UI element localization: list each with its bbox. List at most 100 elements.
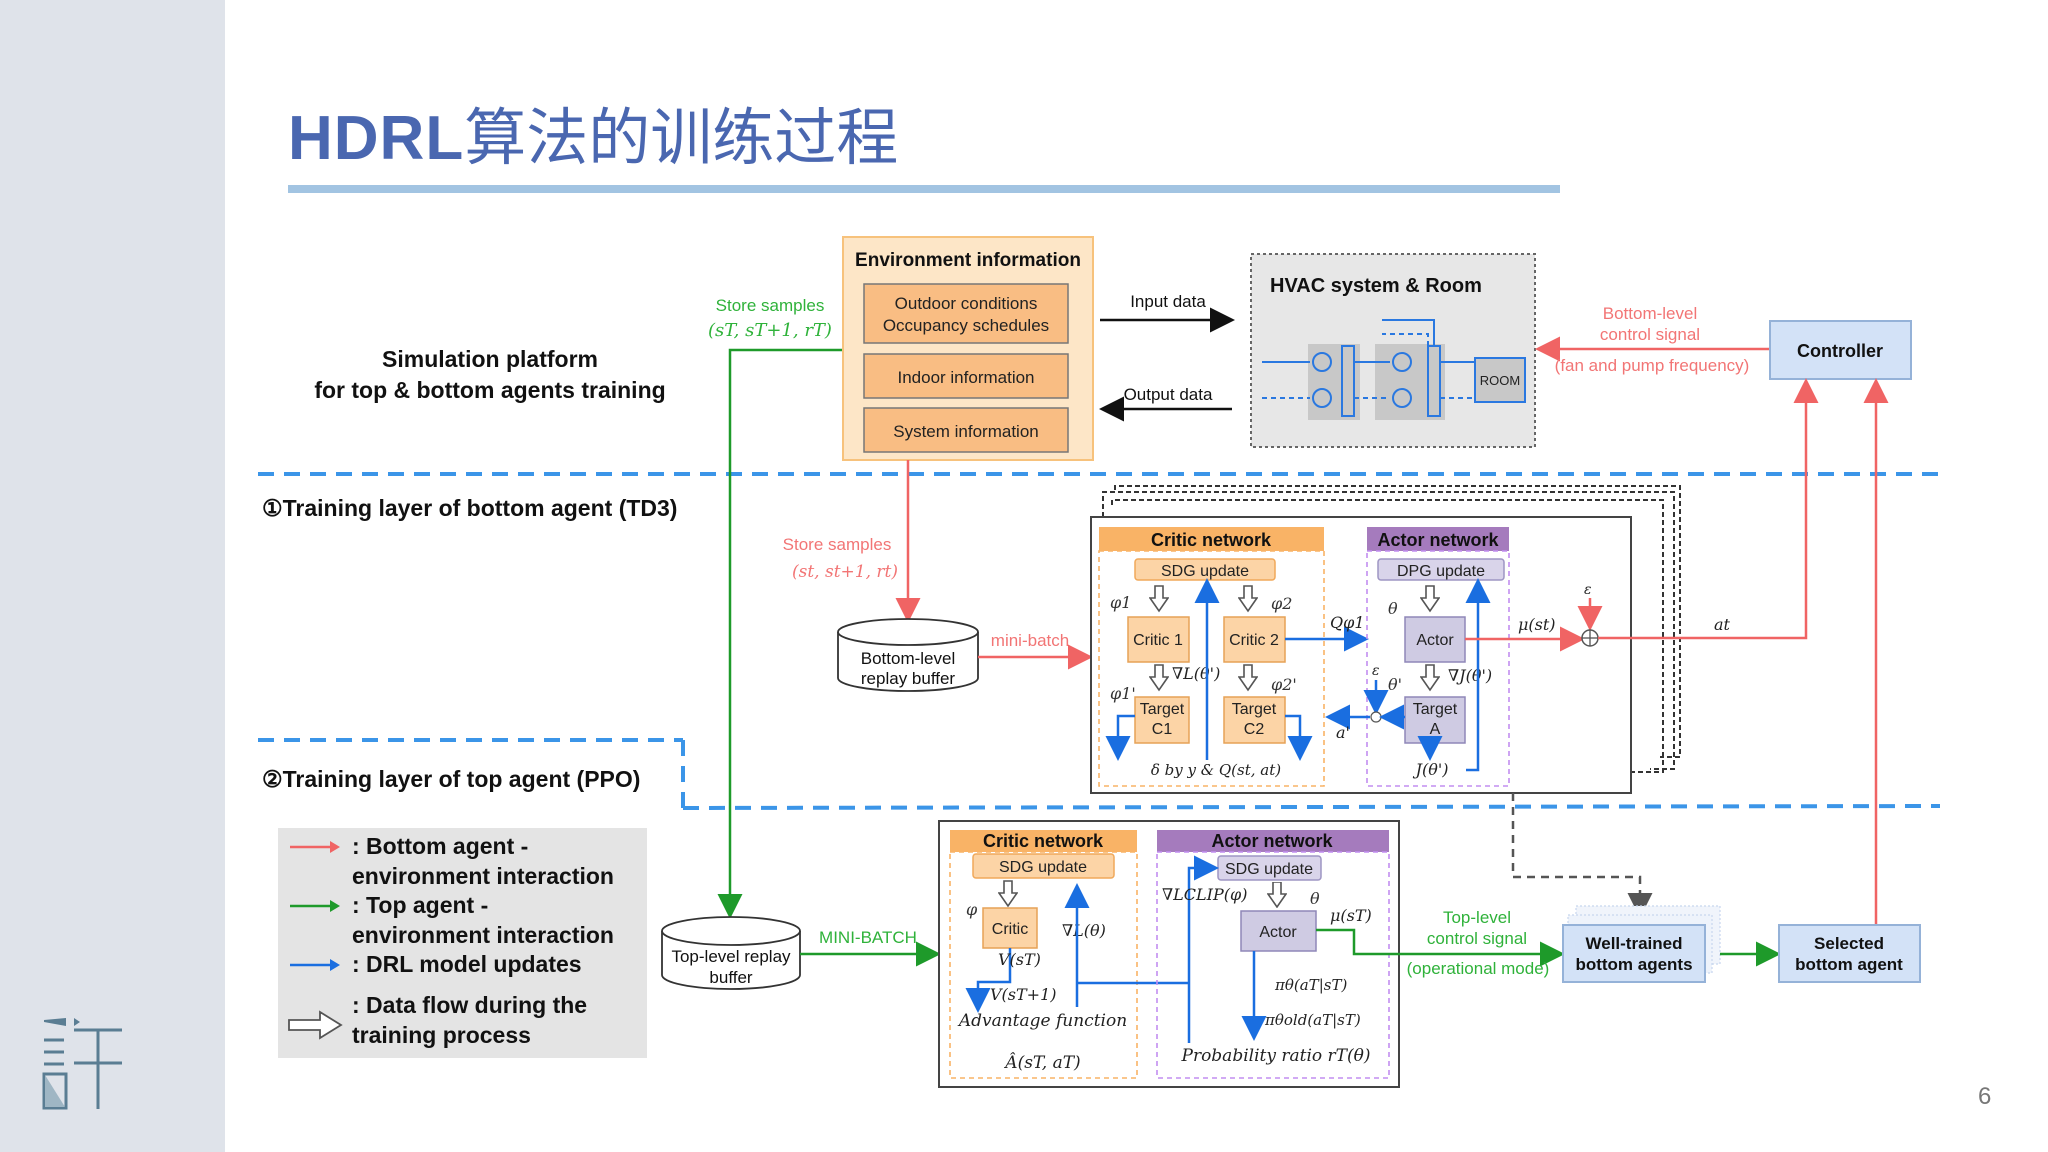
- critic1-label: Critic 1: [1133, 632, 1183, 649]
- td3-sdg-update-label: SDG update: [1161, 563, 1249, 580]
- input-data-label: Input data: [1130, 292, 1206, 311]
- outdoor-box: [863, 283, 1069, 344]
- theta-label: θ: [1388, 599, 1398, 618]
- room-label: ROOM: [1480, 373, 1520, 388]
- well-trained-box: [1562, 924, 1706, 983]
- controller-label: Controller: [1797, 341, 1883, 361]
- ppo-actor-header: [1157, 830, 1389, 852]
- xu-logo-icon: [42, 1018, 122, 1110]
- ppo-critic-sdg: [972, 853, 1115, 879]
- bottom-control-1: Bottom-level: [1603, 304, 1697, 323]
- target-c1-box: [1134, 696, 1190, 744]
- top-control-1: Top-level: [1443, 908, 1511, 927]
- td3-critic-header-label: Critic network: [1151, 530, 1272, 550]
- phi1-prime: φ1': [1110, 684, 1136, 703]
- v-st1: V(sT+1): [990, 985, 1057, 1004]
- selected-2: bottom agent: [1795, 955, 1903, 974]
- top-replay-buffer-icon: [661, 916, 801, 990]
- store-samples-top: Store samples: [716, 296, 825, 315]
- bottom-buffer-1: Bottom-level: [861, 649, 955, 668]
- well-trained-1: Well-trained: [1586, 934, 1683, 953]
- a-prime-label: a': [1336, 723, 1350, 742]
- pi-old: πθold(aT|sT): [1264, 1011, 1361, 1029]
- bottom-buffer-2: replay buffer: [861, 669, 956, 688]
- green-env-to-top-buffer-arrow: [717, 348, 843, 919]
- phi2: φ2: [1271, 594, 1292, 613]
- top-control-arrow: [1316, 928, 1565, 967]
- td3-critic-header: [1099, 527, 1324, 551]
- mini-batch-upper-label: MINI-BATCH: [819, 928, 917, 947]
- bottom-replay-buffer-icon: [837, 618, 979, 692]
- title-latin: HDRL: [288, 104, 465, 173]
- target-c2-out-arrow: [1285, 714, 1313, 761]
- ppo-actor-frame: [1156, 851, 1390, 1079]
- store-samples-top-math: (sT, sT+1, rT): [708, 320, 832, 341]
- indoor-box: [863, 353, 1069, 399]
- target-c2-box: [1223, 696, 1286, 744]
- ppo-actor-header-label: Actor network: [1211, 831, 1333, 851]
- target-c1-out-arrow: [1105, 714, 1135, 761]
- sum-node-icon: [1581, 629, 1599, 647]
- ppo-critic-box: [982, 907, 1038, 949]
- target-a-l2: A: [1430, 721, 1441, 738]
- td3-to-well-trained-arrow: [1511, 793, 1653, 918]
- top-buffer-2: buffer: [709, 968, 753, 987]
- ppo-critic-label: Critic: [992, 921, 1028, 938]
- td3-stack-frame-3: [1114, 485, 1681, 758]
- legend-arrowhead-icon: [330, 900, 340, 912]
- store-samples-bottom: Store samples: [783, 535, 892, 554]
- grad-clip: ∇LCLIP(φ): [1162, 885, 1247, 904]
- outdoor-conditions: Outdoor conditions: [895, 294, 1038, 313]
- actor-update-arrow: [1465, 578, 1491, 772]
- grad-L: ∇L(θ'): [1172, 664, 1220, 683]
- legend-arrowhead-icon: [330, 841, 340, 853]
- ppo-phi: φ: [966, 900, 978, 919]
- bottom-control-3: (fan and pump frequency): [1555, 356, 1750, 375]
- grad-J: ∇J(θ'): [1448, 666, 1492, 685]
- critic2-label: Critic 2: [1229, 632, 1279, 649]
- ppo-actor-sdg-label: SDG update: [1225, 861, 1313, 878]
- legend-label: training process: [352, 1022, 531, 1048]
- target-a-l1: Target: [1413, 701, 1458, 718]
- legend-label: : DRL model updates: [352, 951, 582, 977]
- ppo-grad-L: ∇L(θ): [1062, 921, 1106, 940]
- selected-box: [1778, 924, 1921, 983]
- ppo-critic-sdg-label: SDG update: [999, 859, 1087, 876]
- td3-critic-frame: [1098, 550, 1325, 787]
- title-underline: [288, 185, 1560, 193]
- ppo-theta: θ: [1310, 889, 1320, 908]
- j-theta-label: J(θ'): [1413, 760, 1449, 779]
- system-information: System information: [893, 422, 1039, 441]
- environment-title: Environment information: [855, 250, 1081, 271]
- epsilon-inner: ε: [1372, 663, 1380, 679]
- legend-label: : Top agent -: [352, 892, 488, 918]
- delta-label: δ by y & Q(st, at): [1151, 761, 1281, 779]
- simulation-label-2: for top & bottom agents training: [314, 377, 665, 403]
- td3-actor-label: Actor: [1416, 632, 1454, 649]
- store-samples-bottom-math: (st, st+1, rt): [792, 562, 898, 582]
- hvac-title: HVAC system & Room: [1270, 275, 1482, 297]
- top-control-3: (operational mode): [1407, 959, 1550, 978]
- target-c1-l2: C1: [1152, 721, 1173, 738]
- ppo-mu: μ(sT): [1330, 906, 1372, 925]
- td3-actor-header-label: Actor network: [1377, 530, 1499, 550]
- td3-stack-frame-1: [1111, 499, 1664, 773]
- page-number: 6: [1978, 1083, 1992, 1110]
- pi-theta: πθ(aT|sT): [1274, 976, 1347, 994]
- q-phi-label: Qφ1: [1330, 613, 1365, 632]
- ppo-actor-update-arrow: [1187, 855, 1219, 1043]
- critic1-box: [1127, 616, 1190, 663]
- legend-box: [278, 828, 647, 1058]
- ppo-critic-header: [950, 830, 1137, 852]
- bottom-control-2: control signal: [1600, 325, 1700, 344]
- system-box: [863, 407, 1069, 453]
- hvac-schematic-icon: [1262, 319, 1526, 420]
- advantage-label: Advantage function: [957, 1011, 1127, 1031]
- phi1: φ1: [1110, 593, 1131, 612]
- dpg-update-label: DPG update: [1397, 563, 1485, 580]
- top-control-2: control signal: [1427, 929, 1527, 948]
- separator-line-2c: [682, 804, 1941, 810]
- legend: : Bottom agent -environment interaction:…: [288, 833, 614, 1048]
- title-cjk: 算法的训练过程: [464, 101, 899, 174]
- sidebar: [0, 0, 225, 1152]
